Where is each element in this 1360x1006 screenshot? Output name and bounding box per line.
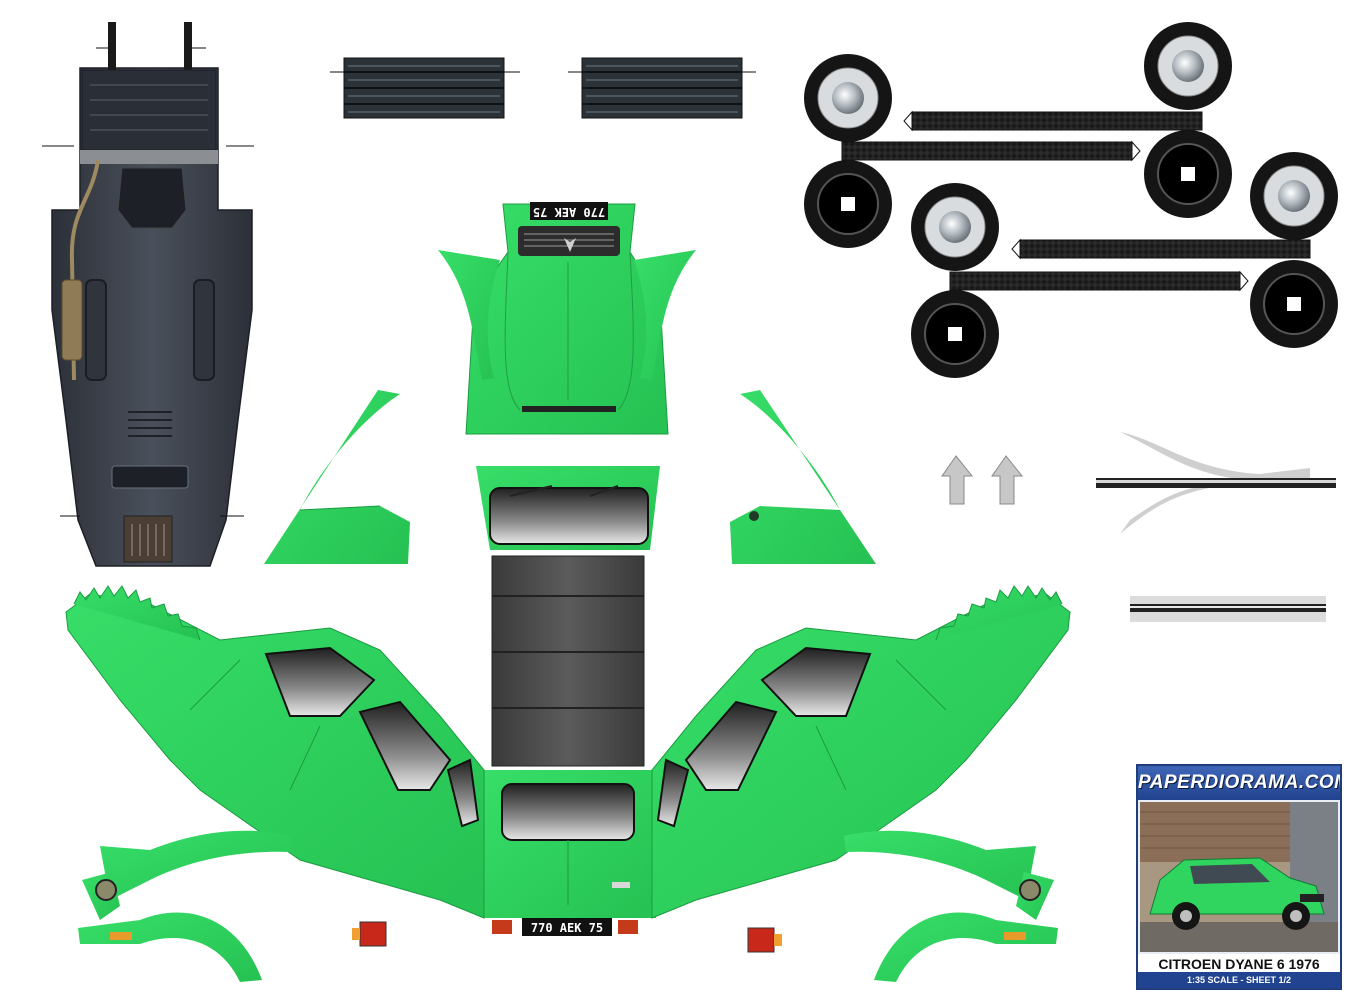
tyre-band-3 xyxy=(1011,238,1311,260)
bonnet-part xyxy=(465,202,669,435)
rear-panel xyxy=(482,770,656,936)
wing-flap-left xyxy=(438,250,500,380)
wheel-hub-3 xyxy=(911,183,999,271)
wheel-hub-2 xyxy=(1144,22,1232,110)
front-door-left xyxy=(264,390,410,564)
tail-light-right xyxy=(747,927,782,953)
rear-bumper-part xyxy=(1130,596,1326,622)
front-licence-plate: 770 AEK 75 xyxy=(533,205,605,219)
grille-strip-left xyxy=(330,57,520,119)
wing-flap-right xyxy=(634,250,696,380)
model-title: CITROEN DYANE 6 1976 xyxy=(1138,954,1340,974)
wheel-back-2 xyxy=(1144,130,1232,218)
front-wing-left xyxy=(78,830,292,982)
wheel-hub-4 xyxy=(1250,152,1338,240)
tyre-band-2 xyxy=(841,140,1141,162)
brand-banner: PAPERDIORAMA.COM xyxy=(1138,766,1340,800)
grille-strip-right xyxy=(568,57,756,119)
bumper-bracket-right xyxy=(991,455,1024,505)
wheel-back-1 xyxy=(804,160,892,248)
body-side-right xyxy=(651,585,1071,919)
front-wing-right xyxy=(844,830,1058,982)
body-side-left xyxy=(65,585,485,919)
tyre-band-4 xyxy=(949,270,1249,292)
front-door-right xyxy=(730,390,876,564)
car-photo xyxy=(1140,802,1338,952)
bumper-bracket-left xyxy=(941,455,974,505)
front-bumper-part xyxy=(1096,432,1336,534)
wheel-back-4 xyxy=(1250,260,1338,348)
rear-licence-plate: 770 AEK 75 xyxy=(531,921,603,935)
model-info-box: PAPERDIORAMA.COM CITROEN DYANE 6 1976 1:… xyxy=(1136,764,1342,990)
windscreen-panel xyxy=(476,466,660,550)
wheel-back-3 xyxy=(911,290,999,378)
canvas-roof-panel xyxy=(491,555,645,767)
scale-sheet-label: 1:35 SCALE - SHEET 1/2 xyxy=(1138,972,1340,988)
wheel-hub-1 xyxy=(804,54,892,142)
chassis-underside-part xyxy=(42,22,254,567)
tyre-band-1 xyxy=(903,110,1203,132)
tail-light-left xyxy=(352,921,387,947)
